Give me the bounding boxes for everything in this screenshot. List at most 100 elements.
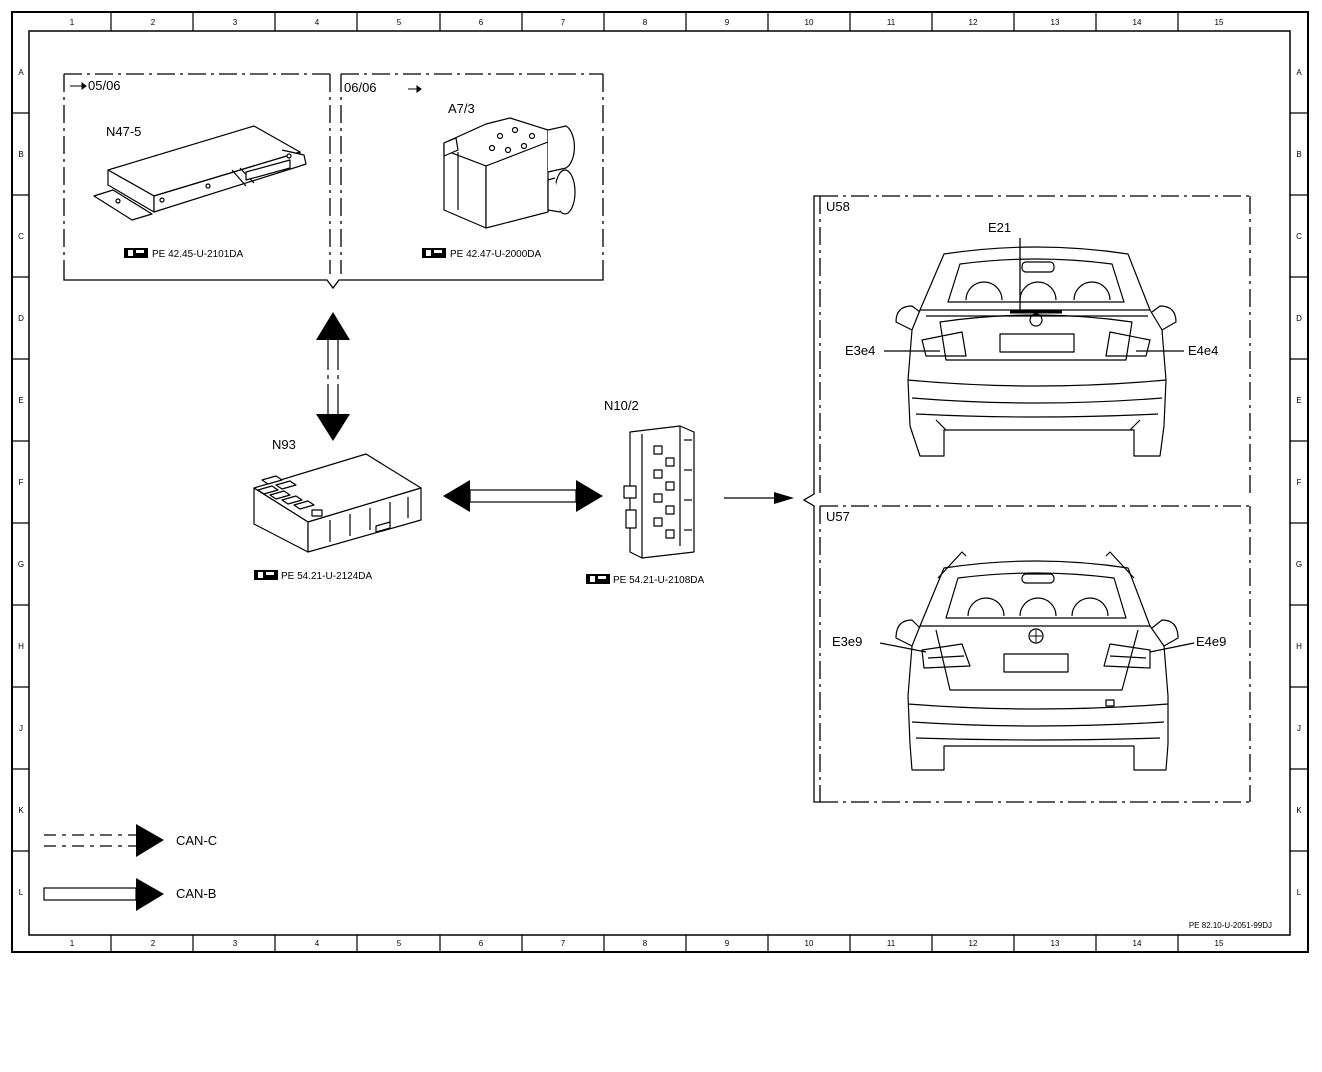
vertical-can-c-arrow	[316, 312, 350, 441]
legend-can-b-label: CAN-B	[176, 886, 216, 901]
row-label: E	[18, 396, 23, 405]
e4e9-label: E4e9	[1196, 634, 1226, 649]
n93-module-icon	[253, 453, 422, 553]
row-label: B	[18, 150, 23, 159]
horizontal-can-b-arrow	[443, 480, 603, 512]
reference-book-icon	[124, 248, 148, 258]
sedan-rear-view-drawing	[895, 246, 1177, 457]
row-label: B	[1296, 150, 1301, 159]
col-label: 15	[1215, 18, 1224, 27]
col-label: 1	[70, 18, 75, 27]
row-label: C	[1296, 232, 1302, 241]
sedan-leader-lines	[884, 238, 1184, 352]
column-labels-top: 1 2 3 4 5 6 7 8 9 10 11 12 13 14 15	[70, 18, 1224, 27]
date-label-left: 05/06	[88, 78, 121, 93]
col-label: 14	[1133, 18, 1142, 27]
col-label: 5	[397, 18, 402, 27]
a7-3-hydraulic-unit-icon	[443, 117, 576, 229]
col-label: 14	[1133, 939, 1142, 948]
top-group-bracket	[63, 274, 604, 290]
n10-2-ref: PE 54.21-U-2108DA	[586, 574, 704, 586]
n10-2-ref-text: PE 54.21-U-2108DA	[613, 575, 704, 586]
col-label: 10	[805, 939, 814, 948]
col-label: 13	[1051, 939, 1060, 948]
n10-2-code: N10/2	[604, 398, 639, 413]
e3e9-label: E3e9	[832, 634, 862, 649]
col-label: 6	[479, 18, 484, 27]
row-label: K	[1296, 806, 1302, 815]
col-label: 9	[725, 939, 730, 948]
column-labels-bottom: 1 2 3 4 5 6 7 8 9 10 11 12 13 14 15	[70, 939, 1224, 948]
col-label: 4	[315, 939, 320, 948]
col-label: 4	[315, 18, 320, 27]
col-label: 7	[561, 939, 566, 948]
row-label: C	[18, 232, 24, 241]
row-label: H	[18, 642, 24, 651]
row-label: J	[19, 724, 23, 733]
legend-can-c-label: CAN-C	[176, 833, 217, 848]
n47-5-ref: PE 42.45-U-2101DA	[124, 248, 243, 260]
n93-ref: PE 54.21-U-2124DA	[254, 570, 372, 582]
n93-ref-text: PE 54.21-U-2124DA	[281, 571, 372, 582]
n10-2-fuse-box-icon	[623, 425, 695, 559]
row-label: D	[1296, 314, 1302, 323]
col-label: 11	[887, 939, 896, 948]
col-label: 13	[1051, 18, 1060, 27]
output-arrow	[724, 492, 794, 504]
e3e4-label: E3e4	[845, 343, 875, 358]
vehicle-group-bracket	[802, 195, 820, 803]
row-label: J	[1297, 724, 1301, 733]
col-label: 9	[725, 18, 730, 27]
n47-5-ref-text: PE 42.45-U-2101DA	[152, 249, 243, 260]
date-label-right: 06/06	[344, 80, 377, 95]
reference-book-icon	[254, 570, 278, 580]
col-label: 5	[397, 939, 402, 948]
wagon-leader-lines	[879, 642, 1195, 653]
grid-ticks	[12, 12, 1308, 952]
date-arrow-right	[408, 85, 422, 93]
col-label: 6	[479, 939, 484, 948]
reference-book-icon	[586, 574, 610, 584]
reference-book-icon	[422, 248, 446, 258]
legend-can-c: CAN-C	[44, 824, 217, 857]
col-label: 12	[969, 18, 978, 27]
row-label: D	[18, 314, 24, 323]
footer-drawing-code: PE 82.10-U-2051-99DJ	[1189, 921, 1272, 930]
col-label: 15	[1215, 939, 1224, 948]
legend-can-b: CAN-B	[43, 878, 216, 911]
e4e4-label: E4e4	[1188, 343, 1218, 358]
u57-code: U57	[826, 509, 850, 524]
a7-3-code: A7/3	[448, 101, 475, 116]
row-label: G	[1296, 560, 1302, 569]
n47-5-code: N47-5	[106, 124, 141, 139]
date-arrow-left	[70, 82, 87, 90]
a7-3-ref-text: PE 42.47-U-2000DA	[450, 249, 541, 260]
row-label: E	[1296, 396, 1301, 405]
row-label: F	[1297, 478, 1302, 487]
vehicle-group-box	[819, 195, 1251, 803]
e21-label: E21	[988, 220, 1011, 235]
wagon-rear-view-drawing	[895, 551, 1179, 771]
row-label: G	[18, 560, 24, 569]
col-label: 8	[643, 18, 648, 27]
row-labels-right: A B C D E F G H J K L	[1296, 68, 1302, 897]
row-labels-left: A B C D E F G H J K L	[18, 68, 24, 897]
top-group-box	[63, 73, 604, 274]
row-label: A	[18, 68, 24, 77]
col-label: 7	[561, 18, 566, 27]
col-label: 2	[151, 939, 156, 948]
col-label: 8	[643, 939, 648, 948]
a7-3-ref: PE 42.47-U-2000DA	[422, 248, 541, 260]
col-label: 11	[887, 18, 896, 27]
drawing-frame	[11, 11, 1309, 953]
col-label: 3	[233, 939, 238, 948]
row-label: L	[19, 888, 24, 897]
n93-code: N93	[272, 437, 296, 452]
row-label: K	[18, 806, 24, 815]
col-label: 2	[151, 18, 156, 27]
row-label: H	[1296, 642, 1302, 651]
row-label: F	[19, 478, 24, 487]
row-label: L	[1297, 888, 1302, 897]
u58-code: U58	[826, 199, 850, 214]
